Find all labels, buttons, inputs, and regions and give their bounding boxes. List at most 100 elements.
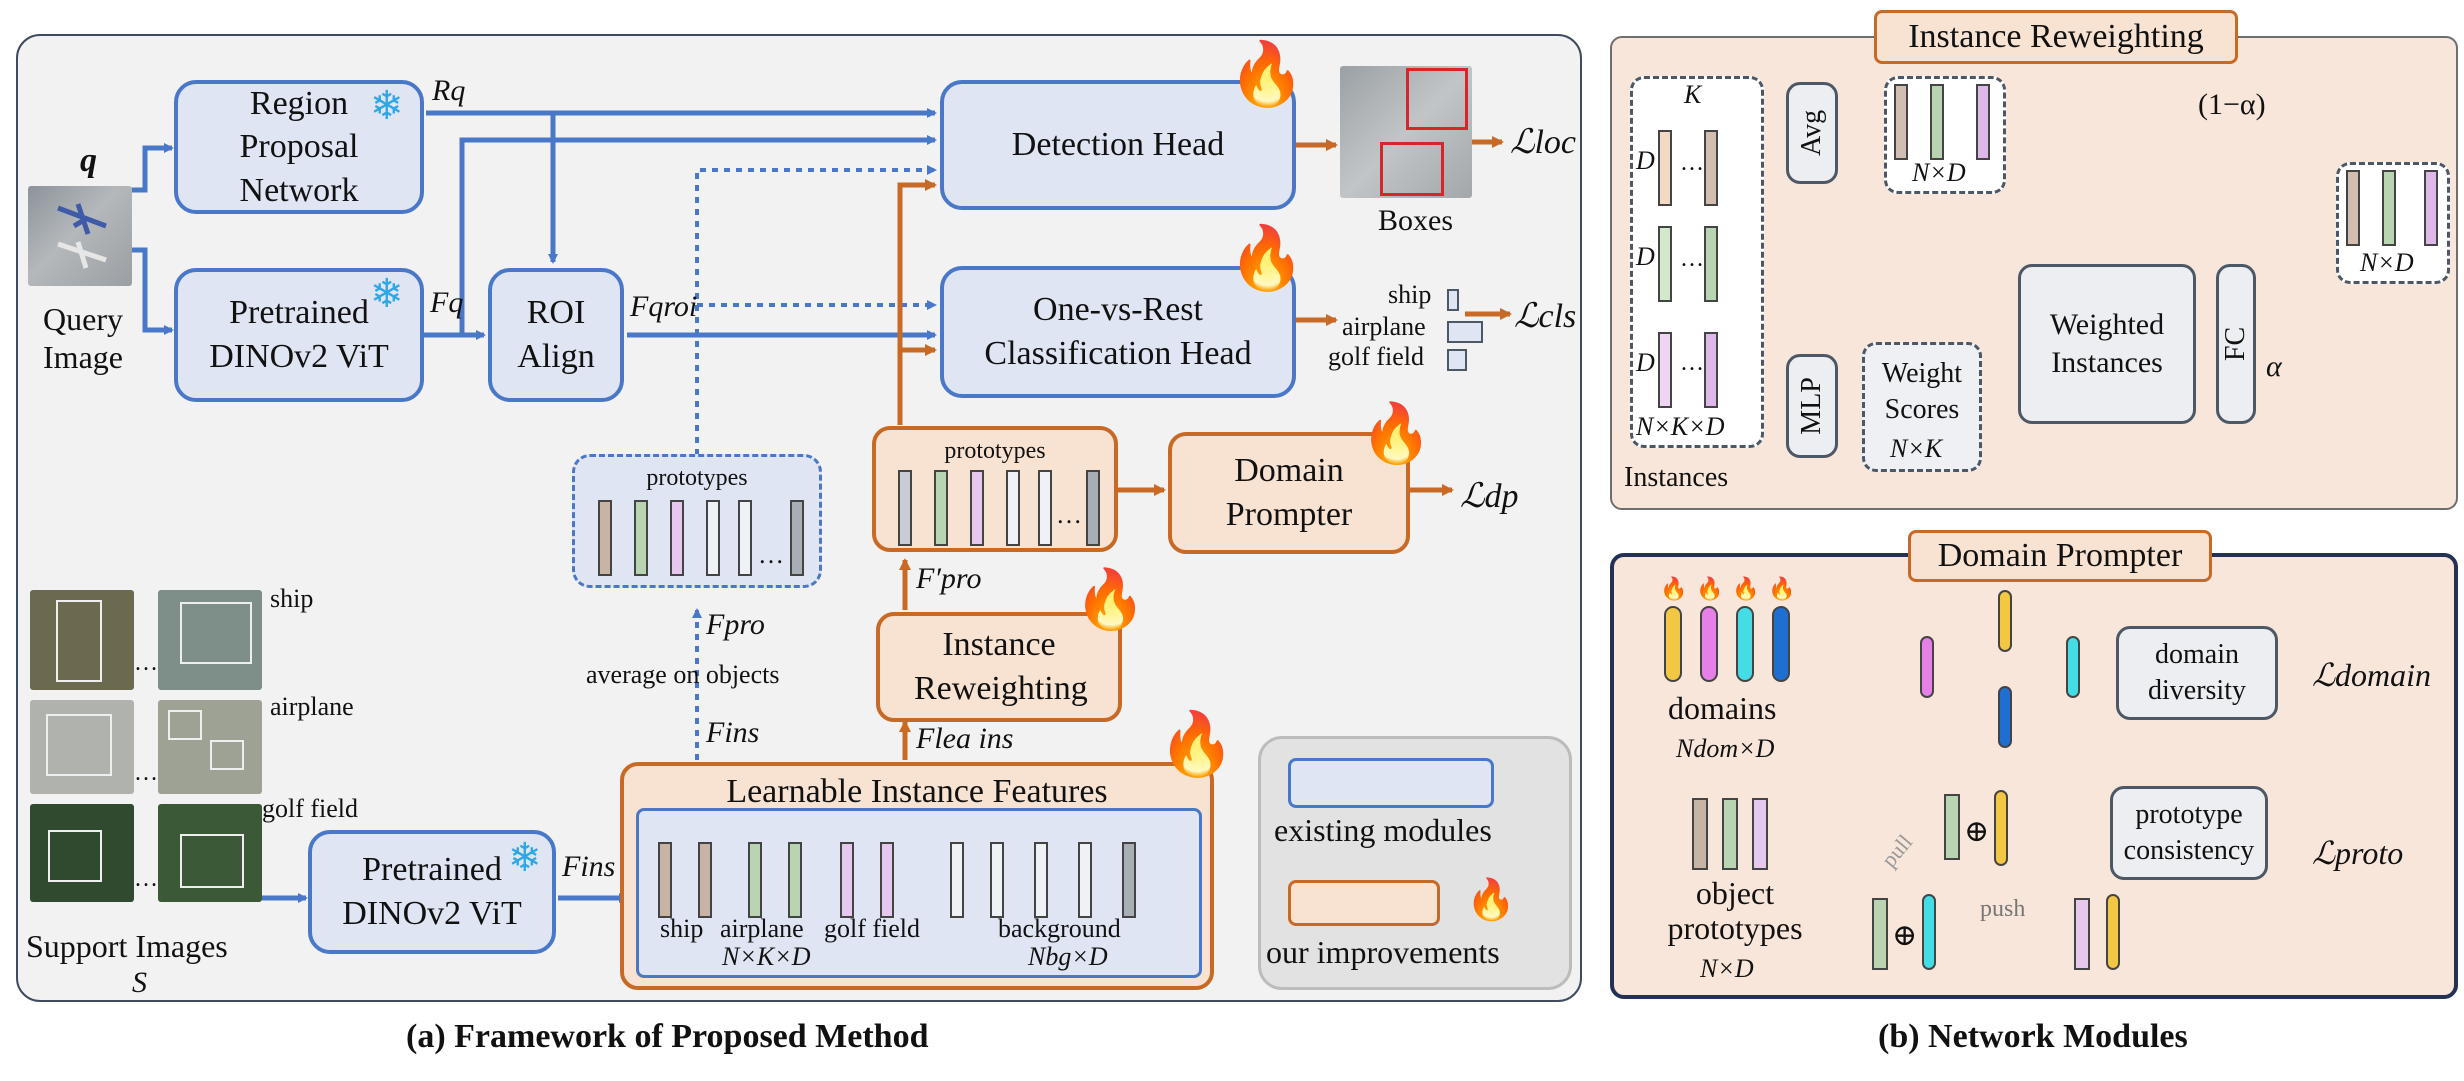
- fins-lea-label: Flea ins: [916, 722, 1014, 755]
- ellipsis: …: [1680, 246, 1704, 272]
- caption-a: (a) Framework of Proposed Method: [406, 1018, 929, 1055]
- snowflake-icon: ❄: [508, 835, 542, 880]
- domain-diversity-box: domain diversity: [2116, 626, 2278, 720]
- boxes-image: [1340, 66, 1472, 198]
- support-airplane-label: airplane: [270, 692, 354, 721]
- one-minus-alpha: (1−α): [2198, 88, 2266, 121]
- instance-bars: [654, 818, 1194, 928]
- region-proposal-network: Region Proposal Network: [174, 80, 424, 214]
- legend-ours: our improvements: [1266, 934, 1500, 970]
- prototype-consistency-label: prototype consistency: [2123, 799, 2255, 866]
- dinov2-vit-support: Pretrained DINOv2 ViT: [308, 830, 556, 954]
- snowflake-icon: ❄: [370, 271, 404, 316]
- lif-nkd: N×K×D: [722, 942, 811, 971]
- roi-label: ROI Align: [517, 294, 595, 375]
- alpha-label: α: [2266, 350, 2282, 383]
- nd-label-3: N×D: [1700, 954, 1754, 983]
- support-golf-2: [158, 804, 262, 902]
- avg-label: Avg: [1796, 109, 1828, 157]
- prototypes-label-2: prototypes: [944, 438, 1046, 464]
- fq-label: Fq: [430, 286, 464, 319]
- ellipsis: …: [134, 760, 158, 786]
- prototypes-learned: prototypes: [872, 426, 1118, 552]
- nd-label: N×D: [1912, 158, 1966, 187]
- prototype-consistency-box: prototype consistency: [2110, 786, 2268, 880]
- fqroi-label: Fqroi: [630, 290, 698, 323]
- diversity-diagram: [1920, 590, 2080, 750]
- lif-background: background: [998, 914, 1121, 943]
- lif-airplane: airplane: [720, 914, 804, 943]
- support-ship-2: [158, 590, 262, 690]
- legend-ours-swatch: [1288, 880, 1440, 926]
- dp-title: Domain Prompter: [1908, 530, 2212, 582]
- ellipsis: …: [1680, 150, 1704, 176]
- lif-golf: golf field: [824, 914, 921, 943]
- ir-title-text: Instance Reweighting: [1908, 18, 2204, 55]
- support-ship-1: [30, 590, 134, 690]
- legend-existing: existing modules: [1274, 812, 1492, 848]
- weight-scores-label: Weight Scores: [1881, 358, 1963, 425]
- learnable-title: Learnable Instance Features: [726, 773, 1108, 810]
- k-label: K: [1684, 80, 1702, 109]
- instances-box: [1630, 76, 1764, 448]
- legend-existing-swatch: [1288, 758, 1494, 808]
- instance-groups: [1640, 120, 1760, 420]
- query-symbol: q: [80, 142, 97, 179]
- class-airplane: airplane: [1342, 312, 1426, 341]
- flame-icon: 🔥: [1074, 567, 1147, 632]
- boxes-label: Boxes: [1378, 204, 1453, 237]
- push-label: push: [1980, 896, 2026, 922]
- instance-reweighting-label: Instance Reweighting: [914, 626, 1088, 707]
- support-airplane-1: [30, 700, 134, 794]
- support-golf-label: golf field: [262, 794, 359, 823]
- rpn-label: Region Proposal Network: [239, 84, 359, 209]
- loss-proto: ℒproto: [2312, 835, 2404, 871]
- flame-icon: 🔥: [1660, 576, 1688, 601]
- mlp-box: MLP: [1786, 354, 1838, 458]
- domain-prompter-label: Domain Prompter: [1225, 452, 1353, 533]
- flame-icon: 🔥: [1360, 401, 1433, 466]
- weighted-instances-box: Weighted Instances: [2018, 264, 2196, 424]
- loss-domain: ℒdomain: [2312, 657, 2432, 693]
- dinov2-vit-query: Pretrained DINOv2 ViT: [174, 268, 424, 402]
- support-golf-1: [30, 804, 134, 902]
- dp-title-text: Domain Prompter: [1937, 537, 2183, 574]
- fc-box: FC: [2216, 264, 2256, 424]
- pull-pair: ⊕: [1944, 790, 2024, 870]
- fpro-label: Fpro: [706, 608, 765, 641]
- loss-loc: ℒloc: [1510, 124, 1577, 161]
- object-prototypes-label: object prototypes: [1667, 875, 1803, 947]
- ndom-label: Ndom×D: [1676, 734, 1775, 763]
- roi-align: ROI Align: [488, 268, 624, 402]
- mlp-label: MLP: [1796, 377, 1828, 435]
- support-symbol: S: [132, 966, 147, 999]
- domain-tokens: 🔥 🔥 🔥 🔥: [1660, 576, 1810, 686]
- caption-b: (b) Network Modules: [1878, 1018, 2188, 1055]
- flame-icon: 🔥: [1158, 711, 1236, 779]
- prototypes-frozen: prototypes: [572, 454, 822, 588]
- instances-label: Instances: [1624, 462, 1729, 493]
- push-left: ⊕: [1872, 894, 1952, 974]
- flame-icon: 🔥: [1732, 576, 1760, 601]
- query-image-label: Query Image: [43, 301, 123, 376]
- class-golf: golf field: [1328, 342, 1425, 371]
- airplane-icon: [57, 203, 107, 269]
- class-ship: ship: [1388, 280, 1432, 309]
- snowflake-icon: ❄: [370, 83, 404, 128]
- loss-cls: ℒcls: [1514, 298, 1577, 335]
- one-vs-rest-head: One-vs-Rest Classification Head: [940, 266, 1296, 398]
- vit-support-label: Pretrained DINOv2 ViT: [342, 851, 522, 932]
- avg-objects-label: average on objects: [586, 660, 780, 689]
- domain-diversity-label: domain diversity: [2148, 639, 2246, 706]
- ovr-head-label: One-vs-Rest Classification Head: [984, 291, 1252, 372]
- weight-scores-box: Weight Scores: [1862, 342, 1982, 472]
- weighted-instances-label: Weighted Instances: [2049, 307, 2165, 379]
- d-label: D: [1636, 348, 1655, 377]
- flame-icon: 🔥: [1228, 41, 1306, 109]
- ellipsis: …: [1680, 350, 1704, 376]
- ellipsis: …: [758, 540, 784, 569]
- vit-query-label: Pretrained DINOv2 ViT: [209, 294, 389, 375]
- lif-nbg: Nbg×D: [1028, 942, 1108, 971]
- flame-icon: 🔥: [1696, 576, 1724, 601]
- rq-label: Rq: [432, 74, 466, 107]
